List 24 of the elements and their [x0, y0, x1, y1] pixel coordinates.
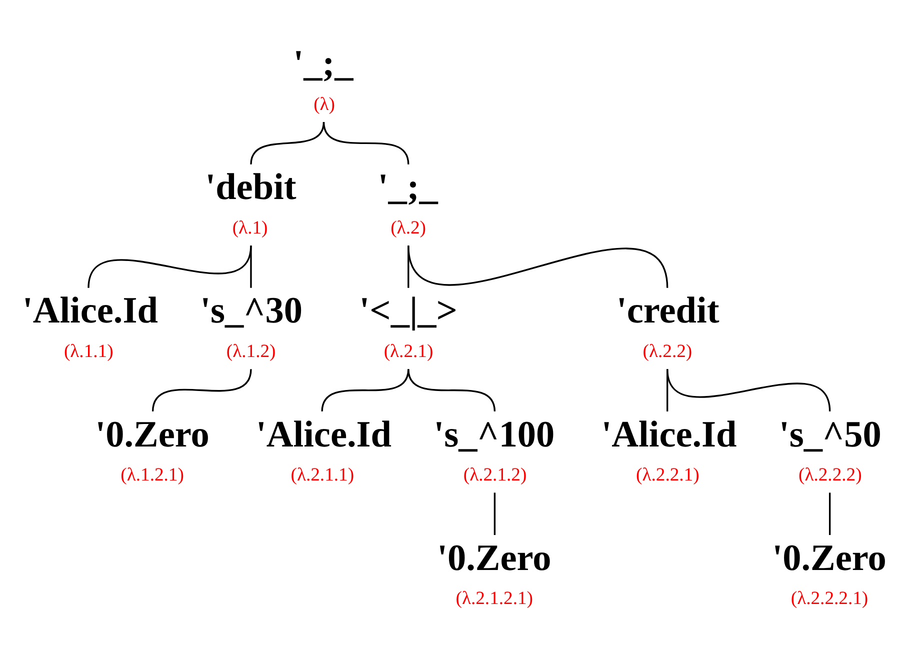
- connector: [828, 492, 831, 535]
- connector: [666, 368, 831, 412]
- connector: [88, 245, 252, 288]
- node-text: 's_^30 (λ.1.2): [200, 290, 302, 362]
- node-text: '<_|_> (λ.2.1): [359, 290, 458, 362]
- connector: [250, 246, 252, 288]
- node-text: 'Alice.Id (λ.2.1.1): [256, 414, 392, 486]
- node-text: '_;_ (λ): [293, 44, 354, 115]
- node-text: 'debit (λ.1): [205, 167, 296, 238]
- connector: [152, 368, 252, 412]
- node-text: 's_^100 (λ.2.1.2): [434, 414, 555, 486]
- connector: [250, 122, 325, 164]
- connector: [494, 492, 496, 535]
- connector: [322, 122, 410, 164]
- connector: [408, 368, 496, 412]
- node-text: 'credit (λ.2.2): [616, 290, 720, 362]
- node-text: '0.Zero (λ.2.2.2.1): [772, 538, 886, 610]
- node-text: '0.Zero (λ.2.1.2.1): [437, 538, 552, 610]
- node-text: '0.Zero (λ.1.2.1): [95, 414, 210, 486]
- node-text: '_;_ (λ.2): [378, 167, 438, 238]
- connector: [408, 245, 668, 288]
- node-text: 'Alice.Id (λ.2.2.1): [601, 414, 737, 486]
- node-text: 'Alice.Id (λ.1.1): [22, 290, 158, 362]
- node-text: 's_^50 (λ.2.2.2): [779, 414, 882, 486]
